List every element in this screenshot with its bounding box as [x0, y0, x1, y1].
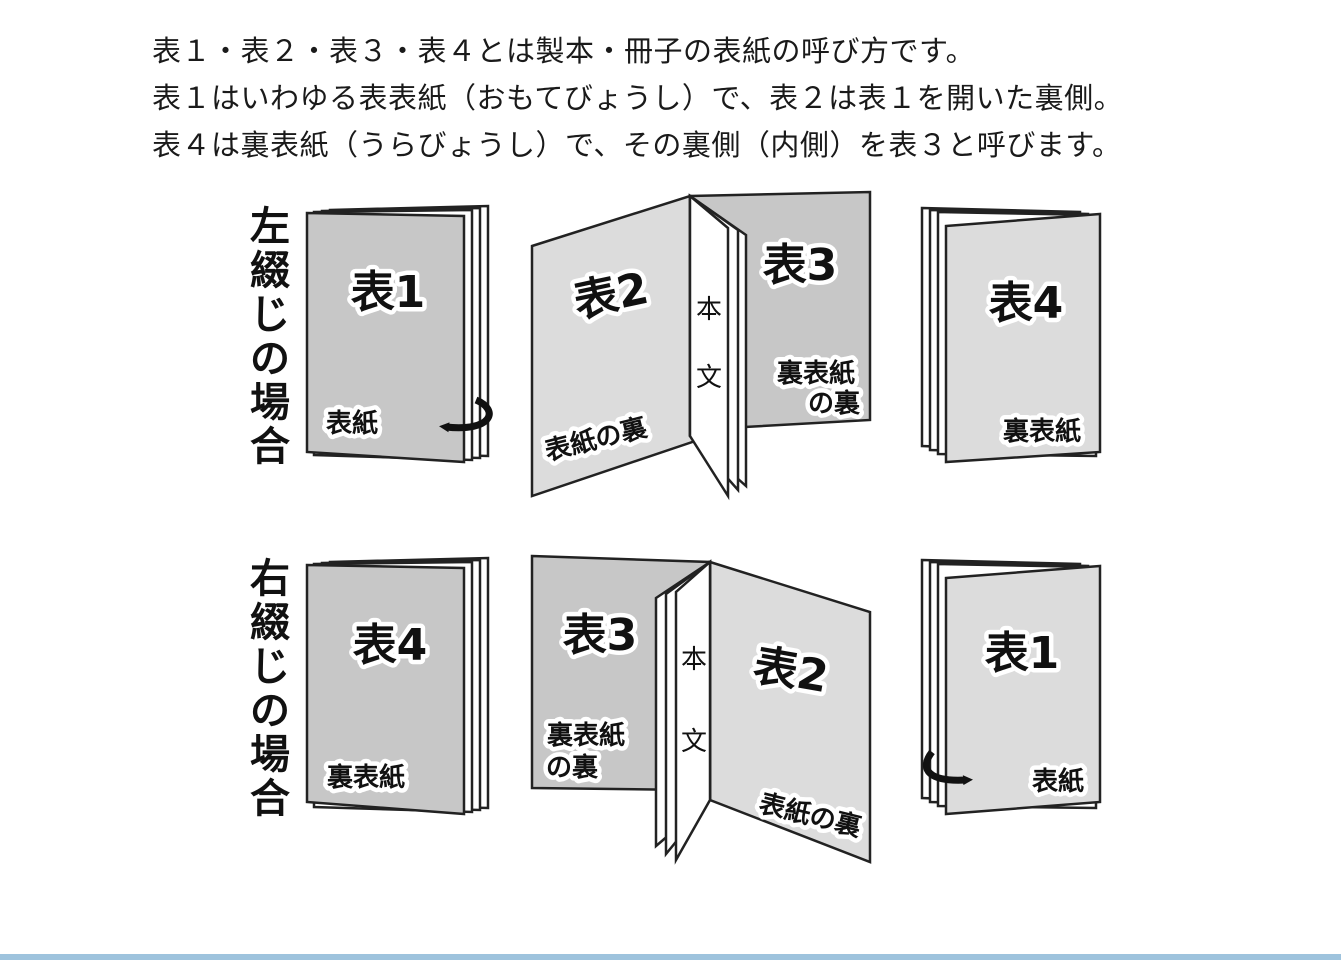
- side-label-char-3: じ: [250, 644, 290, 690]
- body-char-2: 文: [696, 363, 722, 393]
- cover-title-hyo4: 表4: [353, 620, 428, 671]
- inside-sub-no-ura: の裏: [546, 752, 599, 783]
- body-char-1: 本: [681, 645, 707, 675]
- body-pages: [688, 193, 730, 501]
- left-binding-row: 左 綴 じ の 場 合 表1 表紙 本 文 表2 表紙の裏: [250, 190, 1102, 501]
- back-cover-panel: [944, 212, 1102, 464]
- front-cover-panel: [305, 563, 466, 816]
- back-cover-panel: [944, 564, 1102, 816]
- open-book-left-binding: 本 文 表2 表紙の裏 表3 裏表紙 の裏: [530, 190, 872, 501]
- inside-title-hyo3: 表3: [763, 240, 838, 291]
- side-label-char-4: の: [250, 336, 290, 382]
- body-char-2: 文: [681, 727, 707, 757]
- cover-sub-hyoshi: 表紙: [1032, 766, 1084, 797]
- side-label-char-6: 合: [250, 776, 290, 822]
- intro-line-1: 表１・表２・表３・表４とは製本・冊子の表紙の呼び方です。: [152, 34, 976, 68]
- side-label-char-2: 綴: [250, 248, 291, 294]
- cover-title-hyo4: 表4: [989, 278, 1064, 329]
- body-pages: [674, 559, 712, 865]
- front-cover-book-left: 表1 表紙: [305, 204, 493, 464]
- bottom-accent-bar: [0, 954, 1341, 960]
- cover-sub-urabyoshi: 裏表紙: [327, 762, 405, 793]
- side-label-char-4: の: [250, 688, 290, 734]
- side-label-char-5: 場: [250, 380, 290, 426]
- inside-sub-urabyoshi: 裏表紙: [777, 358, 855, 389]
- side-label-char-6: 合: [250, 424, 290, 470]
- open-book-right-binding: 本 文 表3 裏表紙 の裏 表2 表紙の裏: [530, 554, 872, 865]
- intro-line-3: 表４は裏表紙（うらびょうし）で、その裏側（内側）を表３と呼びます。: [152, 128, 1122, 162]
- inside-sub-urabyoshi: 裏表紙: [547, 720, 625, 751]
- intro-text: 表１・表２・表３・表４とは製本・冊子の表紙の呼び方です。 表１はいわゆる表表紙（…: [152, 28, 1123, 169]
- right-binding-side-label: 右 綴 じ の 場 合: [250, 556, 291, 822]
- back-cover-book-left: 表4 裏表紙: [920, 206, 1102, 464]
- front-cover-panel: [305, 211, 466, 464]
- front-cover-book-right: 表4 裏表紙: [305, 556, 490, 816]
- cover-title-hyo1: 表1: [351, 267, 426, 318]
- cover-sub-hyoshi: 表紙: [326, 408, 378, 439]
- right-binding-row: 右 綴 じ の 場 合 表4 裏表紙 本 文 表3 裏表紙 の裏: [250, 554, 1102, 865]
- side-label-char-1: 右: [250, 556, 290, 602]
- cover-sub-urabyoshi: 裏表紙: [1003, 416, 1081, 447]
- curved-arrow-icon: [922, 749, 973, 786]
- curved-arrow-icon: [439, 396, 493, 433]
- side-label-char-5: 場: [250, 732, 290, 778]
- intro-line-2: 表１はいわゆる表表紙（おもてびょうし）で、表２は表１を開いた裏側。: [152, 81, 1124, 115]
- inside-sub-no-ura: の裏: [808, 388, 861, 419]
- left-binding-side-label: 左 綴 じ の 場 合: [250, 204, 291, 470]
- body-char-1: 本: [696, 295, 722, 325]
- inside-title-hyo3: 表3: [563, 610, 638, 661]
- side-label-char-2: 綴: [250, 600, 291, 646]
- cover-title-hyo1: 表1: [985, 628, 1060, 679]
- side-label-char-3: じ: [250, 292, 290, 338]
- side-label-char-1: 左: [250, 204, 290, 250]
- back-cover-book-right: 表1 表紙: [920, 558, 1102, 816]
